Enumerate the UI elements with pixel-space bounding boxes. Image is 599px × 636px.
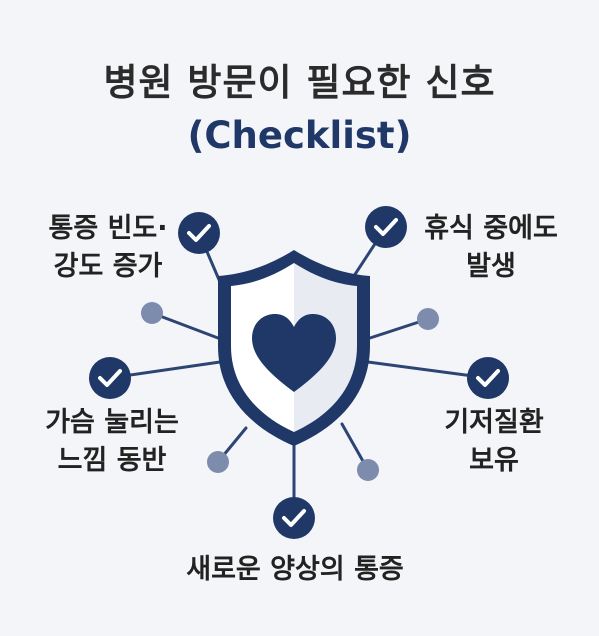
check-circle-icon bbox=[178, 212, 220, 254]
decorative-dots bbox=[141, 302, 439, 481]
item-label-line: 기저질환 bbox=[444, 407, 544, 438]
item-label-line: 보유 bbox=[469, 445, 519, 476]
item-label-underlying-disease: 기저질환 보유 bbox=[424, 404, 564, 480]
page-subtitle: (Checklist) bbox=[187, 114, 412, 157]
item-label-line: 새로운 양상의 통증 bbox=[186, 554, 404, 585]
item-label-line: 강도 증가 bbox=[53, 251, 163, 282]
item-label-line: 가슴 눌리는 bbox=[45, 407, 179, 438]
check-circle-icon bbox=[467, 357, 509, 399]
item-label-line: 느낌 동반 bbox=[57, 445, 167, 476]
check-circle-icon bbox=[365, 206, 407, 248]
item-label-line: 휴식 중에도 bbox=[424, 213, 558, 244]
item-label-line: 발생 bbox=[466, 251, 516, 282]
item-label-chest-pressure: 가슴 눌리는 느낌 동반 bbox=[32, 404, 192, 480]
item-label-at-rest: 휴식 중에도 발생 bbox=[416, 210, 566, 286]
check-circle-icon bbox=[273, 497, 315, 539]
check-circle-icon bbox=[89, 357, 131, 399]
item-label-new-pattern: 새로운 양상의 통증 bbox=[150, 551, 440, 589]
page-title: 병원 방문이 필요한 신호 bbox=[103, 61, 496, 104]
shield-heart-icon bbox=[218, 250, 370, 446]
item-label-frequency: 통증 빈도· 강도 증가 bbox=[38, 210, 178, 286]
item-label-line: 통증 빈도· bbox=[48, 213, 168, 244]
